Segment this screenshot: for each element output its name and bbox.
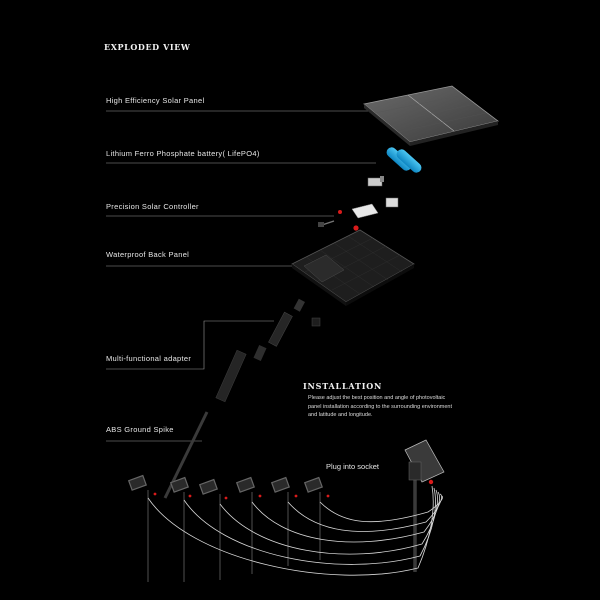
spotlight (198, 478, 228, 580)
spotlight (303, 476, 330, 560)
spotlight (127, 474, 157, 582)
ground-stake-part (163, 344, 267, 499)
installation-text: Please adjust the best position and angl… (308, 395, 453, 418)
page-title: EXPLODED VIEW (104, 42, 191, 52)
leader-line-adapter (106, 320, 274, 370)
battery-part (367, 147, 422, 187)
label-ground-spike: ABS Ground Spike (106, 425, 174, 434)
label-adapter: Multi-functional adapter (106, 354, 192, 363)
label-back-panel: Waterproof Back Panel (106, 250, 190, 259)
spotlight (235, 476, 262, 574)
label-controller: Precision Solar Controller (106, 202, 199, 211)
label-battery: Lithium Ferro Phosphate battery( LifePO4… (106, 149, 260, 158)
connection-cables (147, 485, 443, 576)
spotlight-row (127, 474, 330, 582)
installation-title: INSTALLATION (303, 381, 383, 391)
spotlight (169, 476, 192, 582)
label-solar-panel: High Efficiency Solar Panel (106, 96, 205, 105)
solar-panel-part (363, 85, 499, 146)
controller-part (318, 197, 399, 231)
leader-lines (106, 110, 376, 442)
plug-label: Plug into socket (326, 462, 379, 471)
adapter-part (268, 298, 321, 347)
assembled-solar-unit (404, 439, 445, 572)
back-panel-part (291, 229, 415, 306)
spotlight (270, 476, 298, 566)
